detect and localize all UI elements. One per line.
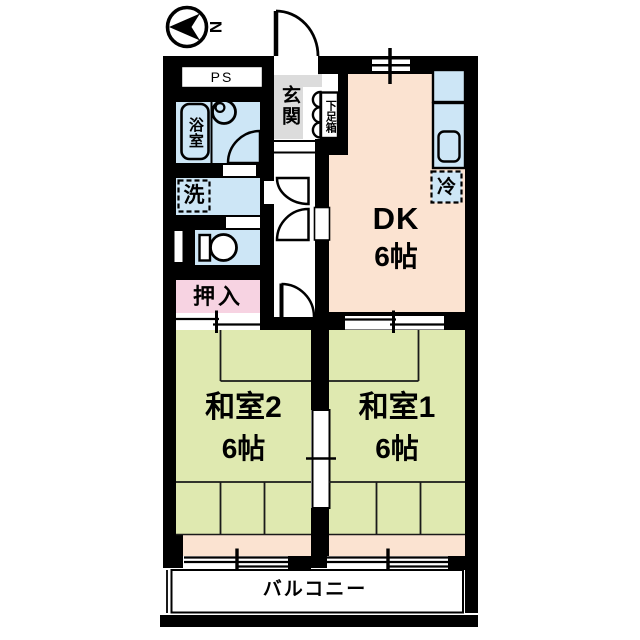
- balcony-windows: [183, 548, 448, 577]
- wall-openings: [174, 55, 318, 262]
- pipe-space-label: PS: [210, 68, 234, 85]
- closet-label: 押入: [192, 284, 243, 310]
- balcony-label: バルコニー: [262, 579, 368, 601]
- shoe-cabinet: [311, 90, 340, 140]
- toilet-icon: [198, 233, 238, 262]
- compass-circle: [165, 5, 209, 49]
- bathtub: [180, 102, 210, 161]
- closet-floor: [176, 280, 260, 313]
- washroom-door: [275, 176, 310, 206]
- genkan-label: 玄関: [278, 85, 300, 127]
- toilet-window-slot: [174, 231, 183, 262]
- refrigerator-label: 冷: [436, 176, 456, 198]
- bathroom-fixtures: [180, 99, 262, 165]
- hallway-doors: [275, 176, 331, 318]
- room-door-swing: [281, 282, 316, 318]
- bathroom-label: 浴室: [186, 117, 204, 149]
- refrigerator-box: [430, 170, 463, 204]
- entrance-door: [273, 9, 320, 57]
- washitsu2-room-name: 和室2: [205, 391, 282, 425]
- washitsu2-room-size: 6帖: [221, 433, 266, 465]
- kitchen-sink: [437, 130, 461, 163]
- washitsu1-room-name: 和室1: [358, 391, 436, 425]
- north-arrow-icon: [169, 13, 200, 41]
- closet-sliding-door: [176, 310, 260, 333]
- washing-machine-box: [177, 179, 211, 213]
- washitsu1-room-size: 6帖: [375, 433, 419, 465]
- washing-machine-label: 洗: [183, 184, 205, 208]
- bathroom-door: [226, 129, 262, 165]
- laundry-floor: [176, 178, 260, 215]
- room2-window-ledge: [183, 535, 311, 556]
- room1-window-ledge: [329, 535, 465, 556]
- tatami-lines: [176, 330, 465, 536]
- toilet-opening: [226, 217, 260, 228]
- washroom-opening: [264, 181, 275, 204]
- kitchen-counter: [431, 68, 467, 170]
- balcony: [166, 569, 464, 614]
- north-arrow-compass: [165, 5, 209, 49]
- dk-window: [372, 48, 410, 84]
- pipe-space-box: [179, 64, 265, 90]
- entrance-opening: [274, 55, 318, 75]
- tatami-room2-floor: [176, 330, 311, 535]
- dk-room1-sliding-door: [345, 310, 444, 333]
- bathroom-opening: [223, 165, 256, 176]
- shoe-box: [319, 91, 340, 140]
- walls: [160, 56, 478, 627]
- dk-room-name: DK: [372, 200, 420, 236]
- dk-room-size: 6帖: [374, 241, 418, 273]
- washbasin-icon: [211, 99, 237, 125]
- rooms-partition-sliding-door: [306, 409, 336, 509]
- north-label: N: [205, 20, 225, 34]
- dk-door: [275, 207, 310, 242]
- genkan-step: [274, 140, 315, 154]
- dk-door-leaf: [313, 206, 331, 241]
- tatami-room1-floor: [329, 330, 465, 535]
- shoe-box-label: 下足箱: [324, 100, 337, 133]
